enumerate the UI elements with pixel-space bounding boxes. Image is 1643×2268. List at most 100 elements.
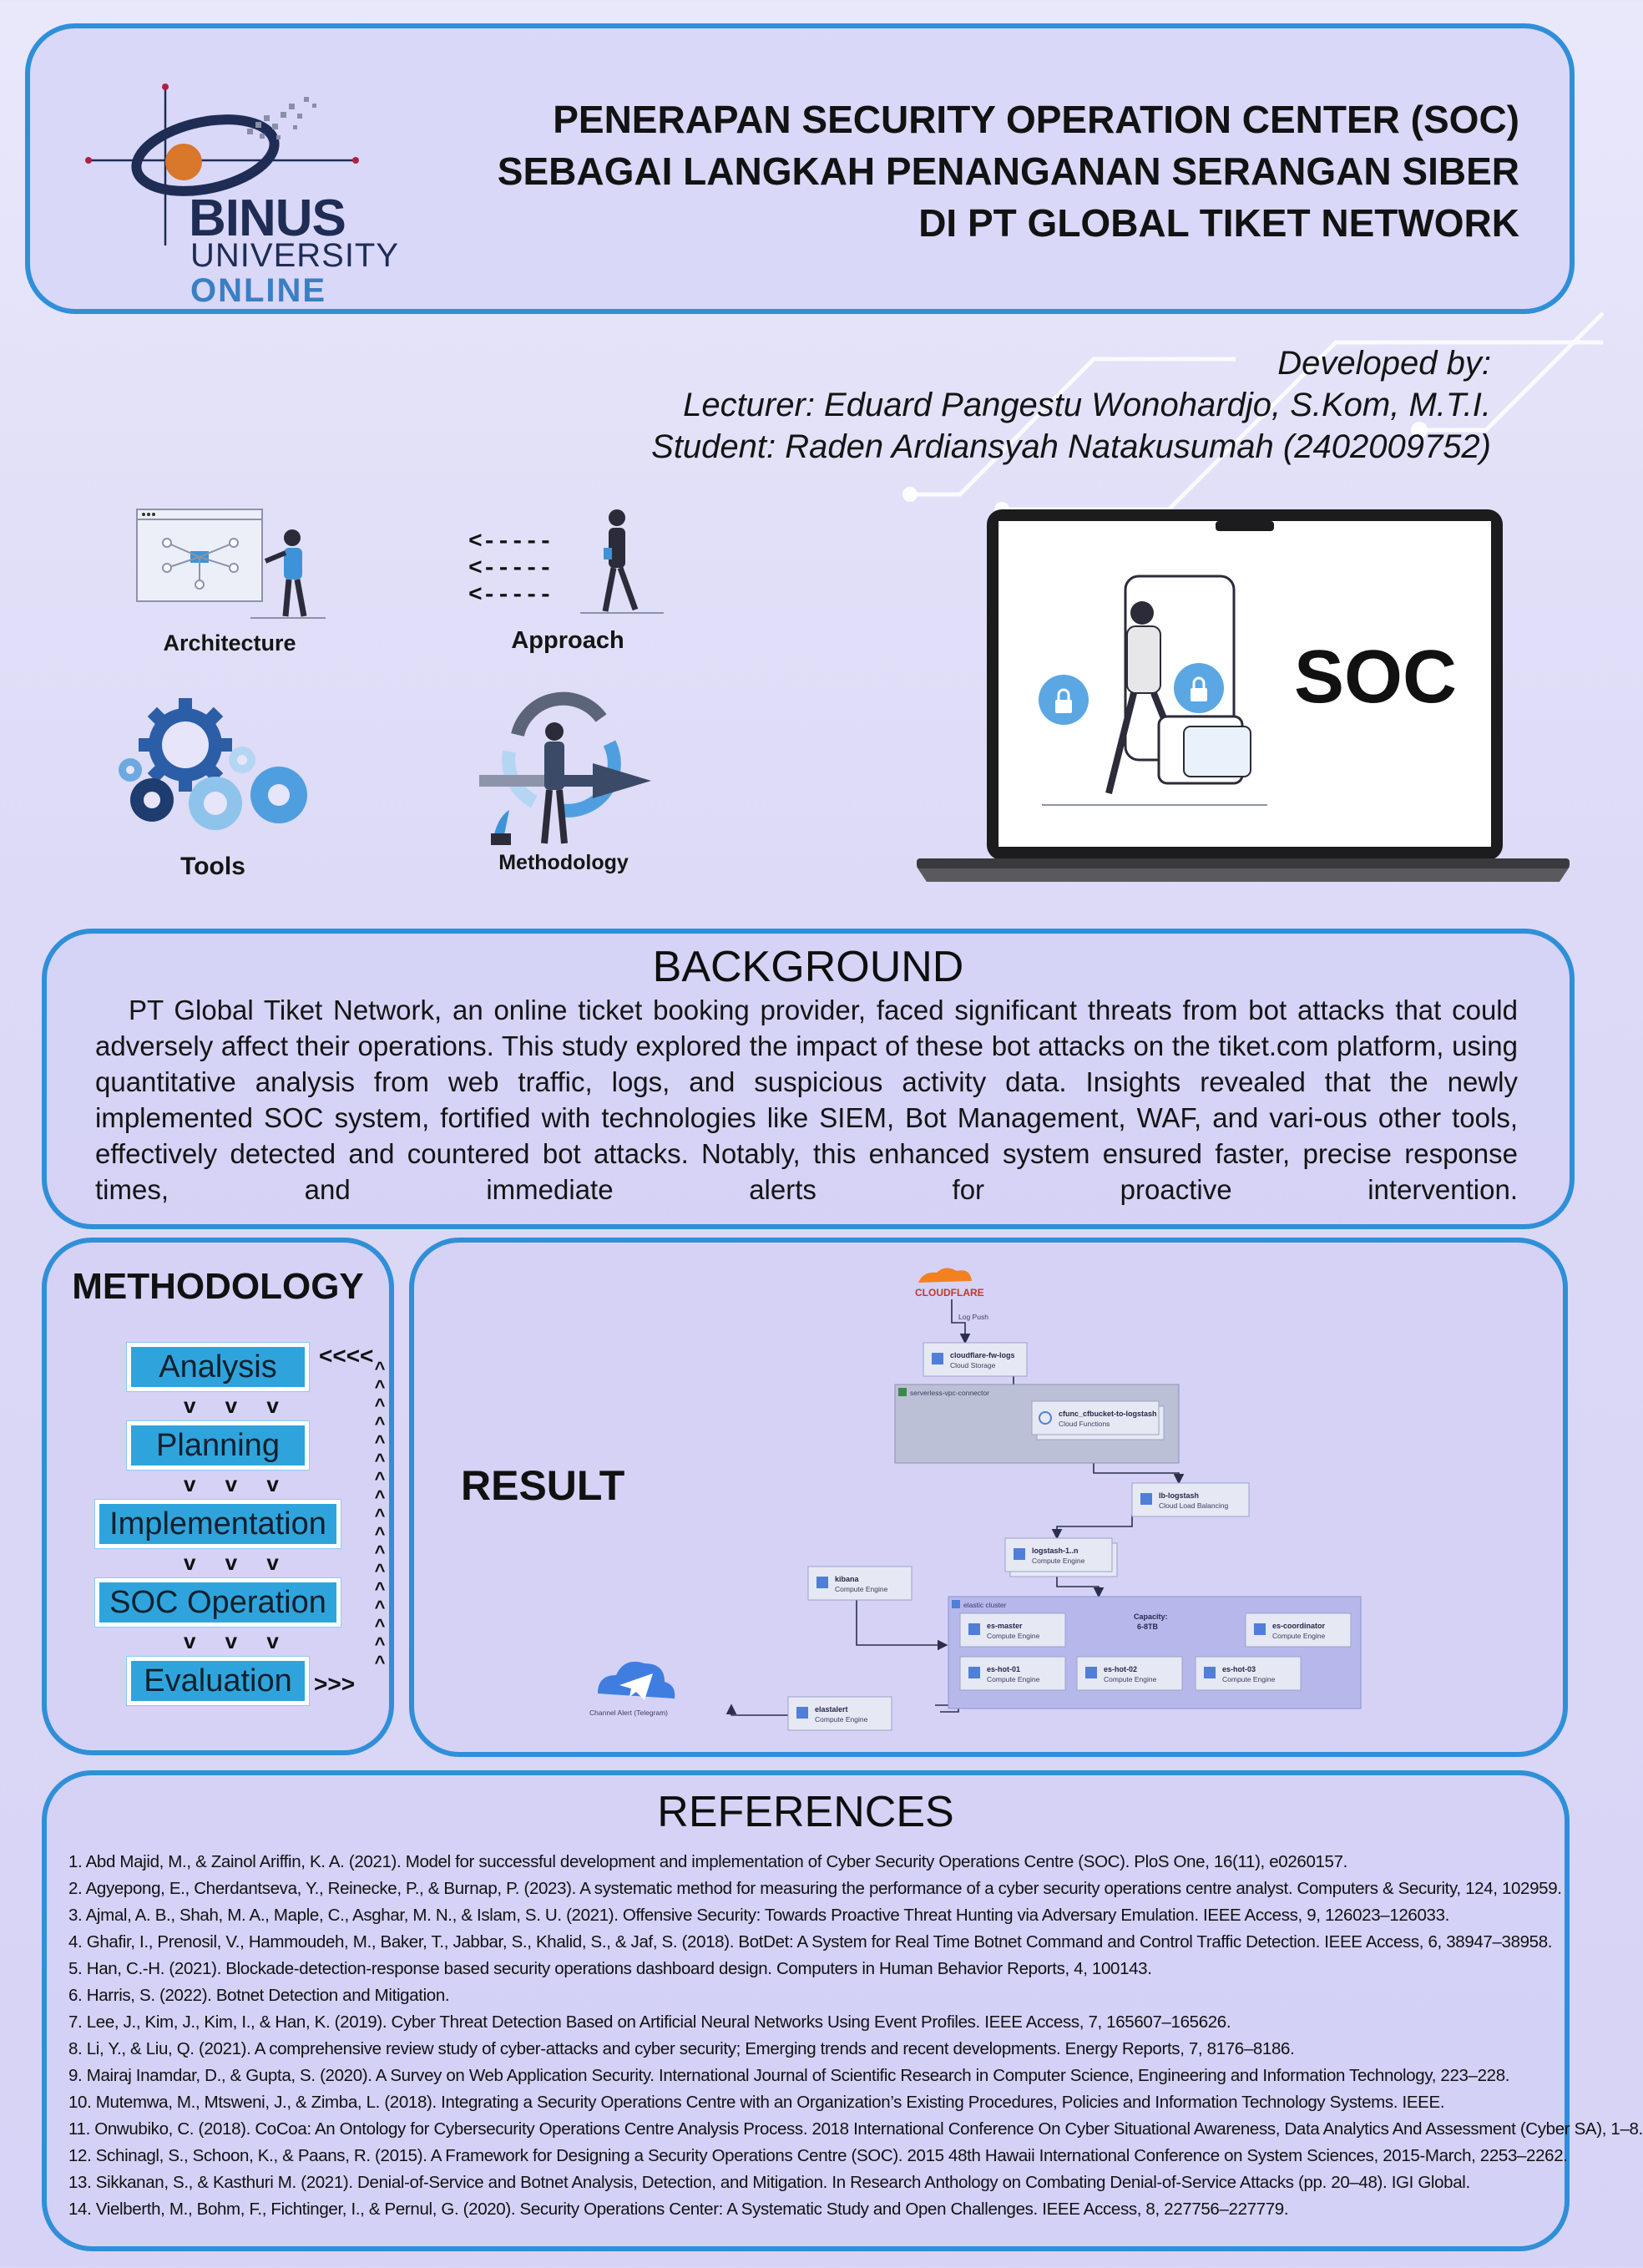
- result-panel: RESULT CLOUDFLARE Log Push cloudflare-fw…: [409, 1238, 1568, 1757]
- logo-word-online: ONLINE: [190, 272, 327, 309]
- feedback-caret: ^: [374, 1486, 386, 1507]
- es-hot-03-type: Compute Engine: [1222, 1675, 1276, 1683]
- background-body: PT Global Tiket Network, an online ticke…: [95, 995, 1518, 1205]
- capacity-label: Capacity:: [1134, 1612, 1168, 1621]
- kibana-name: kibana: [835, 1575, 860, 1583]
- architecture-label: Architecture: [163, 630, 296, 656]
- es-coordinator-type: Compute Engine: [1272, 1632, 1326, 1640]
- cfunc-name: cfunc_cfbucket-to-logstash: [1059, 1410, 1157, 1418]
- compute-engine-icon: [1014, 1548, 1025, 1560]
- telegram-label: Channel Alert (Telegram): [589, 1709, 668, 1717]
- cloudflare-logo-text: CLOUDFLARE: [915, 1287, 984, 1299]
- methodology-illustration: Methodology: [468, 685, 660, 875]
- elastalert-node: [787, 1696, 892, 1731]
- soc-architecture-diagram: CLOUDFLARE Log Push cloudflare-fw-logs C…: [589, 1268, 1362, 1731]
- es-hot-01-type: Compute Engine: [987, 1675, 1040, 1683]
- reference-item: 10. Mutemwa, M., Mtsweni, J., & Zimba, L…: [68, 2093, 1445, 2112]
- student-name: Student: Raden Ardiansyah Natakusumah (2…: [651, 428, 1491, 465]
- approach-icon: <----- <----- <-----: [468, 509, 664, 614]
- feedback-caret: ^: [374, 1431, 386, 1452]
- logstash-name: logstash-1..n: [1032, 1547, 1079, 1555]
- es-master-type: Compute Engine: [987, 1632, 1040, 1640]
- lb-type: Cloud Load Balancing: [1159, 1501, 1228, 1510]
- step-analysis: Analysis: [127, 1343, 309, 1391]
- tools-illustration: Tools: [109, 698, 317, 881]
- laptop-icon: [917, 509, 1570, 882]
- methodology-icon: [479, 691, 651, 845]
- reference-item: 12. Schinagl, S., Schoon, K., & Paans, R…: [68, 2146, 1568, 2165]
- feedback-loop-column: ^^^^^^^^^^^^^^^^^: [371, 1359, 389, 1672]
- architecture-icon: [136, 509, 326, 619]
- references-list: 1. Abd Majid, M., & Zainol Ariffin, K. A…: [68, 1849, 1643, 2223]
- cloud-functions-icon: [1039, 1411, 1052, 1425]
- reference-item: 1. Abd Majid, M., & Zainol Ariffin, K. A…: [68, 1852, 1348, 1871]
- elastalert-type: Compute Engine: [815, 1715, 868, 1724]
- es-master-name: es-master: [987, 1622, 1023, 1630]
- step-chevron-4: v v v: [184, 1628, 291, 1653]
- reference-item: 7. Lee, J., Kim, J., Kim, I., & Han, K. …: [68, 2012, 1231, 2032]
- references-heading: REFERENCES: [657, 1788, 954, 1836]
- es-hot-01-name: es-hot-01: [987, 1665, 1020, 1673]
- vpc-label: serverless-vpc-connector: [910, 1389, 989, 1397]
- step-planning: Planning: [127, 1421, 309, 1470]
- logo-word-binus: BINUS: [189, 190, 346, 247]
- load-balancing-icon: [1140, 1493, 1152, 1505]
- es-coordinator-name: es-coordinator: [1272, 1622, 1326, 1630]
- reference-item: 13. Sikkanan, S., & Kasthuri M. (2021). …: [68, 2173, 1470, 2192]
- tools-label: Tools: [180, 853, 245, 880]
- approach-illustration: <----- <----- <----- Approach: [463, 506, 672, 655]
- es-hot-02-type: Compute Engine: [1104, 1675, 1157, 1683]
- laptop-illustration: SOC: [917, 509, 1570, 885]
- reference-item: 5. Han, C.-H. (2021). Blockade-detection…: [68, 1959, 1152, 1978]
- references-panel: REFERENCES 1. Abd Majid, M., & Zainol Ar…: [42, 1770, 1643, 2251]
- step-chevron-2: v v v: [184, 1471, 291, 1496]
- lb-name: lb-logstash: [1159, 1491, 1199, 1500]
- developer-credits: Developed by: Lecturer: Eduard Pangestu …: [651, 342, 1491, 468]
- feedback-caret: ^: [374, 1358, 386, 1379]
- reference-item: 8. Li, Y., & Liu, Q. (2021). A comprehen…: [68, 2039, 1295, 2058]
- feedback-arrow-out: >>>: [314, 1671, 356, 1697]
- cfunc-type: Cloud Functions: [1059, 1420, 1110, 1428]
- gears-icon: [119, 698, 307, 830]
- approach-arrow-2: <-----: [468, 556, 553, 582]
- es-hot-02-name: es-hot-02: [1104, 1665, 1137, 1673]
- developed-by-label: Developed by:: [1277, 345, 1491, 382]
- cloud-storage-icon: [932, 1353, 943, 1364]
- feedback-caret: ^: [374, 1395, 386, 1415]
- approach-label: Approach: [511, 627, 624, 654]
- title-line-1: PENERAPAN SECURITY OPERATION CENTER (SOC…: [553, 98, 1519, 141]
- feedback-caret: ^: [374, 1376, 386, 1397]
- step-implementation: Implementation: [95, 1500, 341, 1548]
- methodology-panel: METHODOLOGY Analysis v v v Planning v v …: [42, 1238, 394, 1755]
- reference-item: 9. Mairaj Inamdar, D., & Gupta, S. (2020…: [68, 2066, 1510, 2085]
- feedback-caret: ^: [374, 1597, 386, 1617]
- step-soc-operation: SOC Operation: [95, 1578, 341, 1627]
- elastalert-name: elastalert: [815, 1705, 848, 1714]
- fw-logs-type: Cloud Storage: [950, 1361, 996, 1369]
- reference-item: 14. Vielberth, M., Bohm, F., Fichtinger,…: [68, 2200, 1289, 2219]
- reference-item: 3. Ajmal, A. B., Shah, M. A., Maple, C.,…: [68, 1906, 1449, 1925]
- title-line-2: SEBAGAI LANGKAH PENANGANAN SERANGAN SIBE…: [497, 149, 1519, 193]
- cfunc-node: [1031, 1400, 1160, 1435]
- binus-logo: BINUS UNIVERSITY ONLINE: [85, 78, 400, 312]
- background-heading: BACKGROUND: [652, 943, 964, 991]
- feedback-caret: ^: [374, 1523, 386, 1544]
- feedback-caret: ^: [374, 1413, 386, 1434]
- kibana-type: Compute Engine: [835, 1585, 888, 1593]
- feedback-arrow-in: <<<<: [319, 1343, 374, 1369]
- logo-emblem-icon: [85, 84, 359, 246]
- fw-logs-name: cloudflare-fw-logs: [950, 1351, 1015, 1359]
- feedback-caret: ^: [374, 1615, 386, 1636]
- logo-word-university: UNIVERSITY: [190, 237, 400, 274]
- approach-arrow-3: <-----: [468, 583, 553, 609]
- step-chevron-3: v v v: [184, 1550, 291, 1575]
- poster-title: PENERAPAN SECURITY OPERATION CENTER (SOC…: [434, 94, 1519, 249]
- feedback-caret: ^: [374, 1450, 386, 1471]
- cluster-label: elastic cluster: [963, 1601, 1007, 1609]
- methodology-illustration-label: Methodology: [498, 851, 629, 874]
- logstash-type: Compute Engine: [1032, 1557, 1085, 1565]
- kibana-compute-icon: [816, 1577, 828, 1588]
- approach-arrow-1: <-----: [468, 529, 553, 555]
- feedback-caret: ^: [374, 1468, 386, 1489]
- step-chevron-1: v v v: [184, 1393, 291, 1418]
